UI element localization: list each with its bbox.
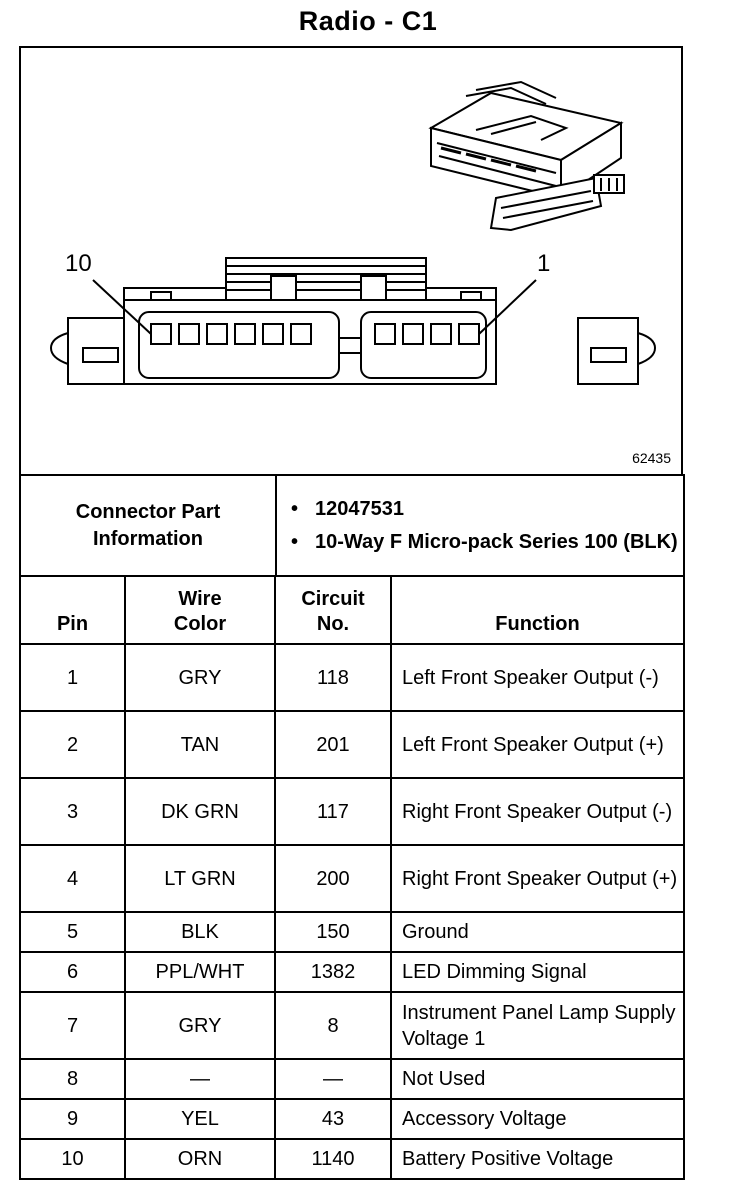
pin-cell: 8	[19, 1058, 126, 1100]
connector-type: •10-Way F Micro-pack Series 100 (BLK)	[291, 530, 678, 553]
connector-3d-sketch	[428, 80, 625, 232]
function-cell: Battery Positive Voltage	[390, 1138, 685, 1180]
pin-cell: 10	[19, 1138, 126, 1180]
pin-cell: 9	[19, 1098, 126, 1140]
function-cell: LED Dimming Signal	[390, 951, 685, 993]
circuit-cell: 43	[274, 1098, 392, 1140]
function-cell: Ground	[390, 911, 685, 953]
function-cell: Accessory Voltage	[390, 1098, 685, 1140]
pin-cell: 7	[19, 991, 126, 1060]
part-number: •12047531	[291, 497, 404, 520]
function-header: Function	[390, 575, 685, 645]
pin-10-leader	[92, 279, 152, 335]
circuit-header: Circuit No.	[274, 575, 392, 645]
connector-front-view	[50, 257, 656, 385]
connector-part-list: •12047531 •10-Way F Micro-pack Series 10…	[275, 474, 685, 577]
wire-color-cell: TAN	[124, 710, 276, 779]
function-cell: Left Front Speaker Output (+)	[390, 710, 685, 779]
wire-color-cell: LT GRN	[124, 844, 276, 913]
function-cell: Right Front Speaker Output (-)	[390, 777, 685, 846]
pin-cell: 4	[19, 844, 126, 913]
wire-color-cell: DK GRN	[124, 777, 276, 846]
pin-cell: 5	[19, 911, 126, 953]
circuit-cell: —	[274, 1058, 392, 1100]
circuit-cell: 200	[274, 844, 392, 913]
circuit-cell: 8	[274, 991, 392, 1060]
wire-color-cell: GRY	[124, 991, 276, 1060]
pin-cell: 6	[19, 951, 126, 993]
wire-color-cell: —	[124, 1058, 276, 1100]
circuit-cell: 150	[274, 911, 392, 953]
circuit-cell: 117	[274, 777, 392, 846]
function-cell: Left Front Speaker Output (-)	[390, 643, 685, 712]
pin-table-header: Pin Wire Color Circuit No. Function	[19, 575, 685, 645]
function-cell: Instrument Panel Lamp Supply Voltage 1	[390, 991, 685, 1060]
wire-color-cell: PPL/WHT	[124, 951, 276, 993]
function-cell: Not Used	[390, 1058, 685, 1100]
pin-10-label: 10	[65, 250, 92, 277]
wire-color-cell: YEL	[124, 1098, 276, 1140]
pin-header: Pin	[19, 575, 126, 645]
pin-cell: 1	[19, 643, 126, 712]
wire-color-cell: GRY	[124, 643, 276, 712]
pin-1-leader	[478, 279, 537, 335]
connector-info-table: Connector Part Information •12047531 •10…	[19, 474, 685, 577]
pin-cell: 3	[19, 777, 126, 846]
connector-diagram: 10 1 62435	[19, 46, 683, 474]
function-cell: Right Front Speaker Output (+)	[390, 844, 685, 913]
circuit-cell: 118	[274, 643, 392, 712]
circuit-cell: 201	[274, 710, 392, 779]
page-title: Radio - C1	[298, 6, 438, 36]
connector-part-info-label: Connector Part Information	[19, 474, 277, 577]
table-row: 8——Not Used	[19, 1058, 685, 1100]
pin-1-label: 1	[537, 250, 551, 277]
figure-number: 62435	[632, 450, 671, 466]
wire-color-cell: BLK	[124, 911, 276, 953]
circuit-cell: 1140	[274, 1138, 392, 1180]
pin-cell: 2	[19, 710, 126, 779]
wire-color-cell: ORN	[124, 1138, 276, 1180]
circuit-cell: 1382	[274, 951, 392, 993]
wire-color-header: Wire Color	[124, 575, 276, 645]
connector-illustration	[50, 80, 656, 385]
